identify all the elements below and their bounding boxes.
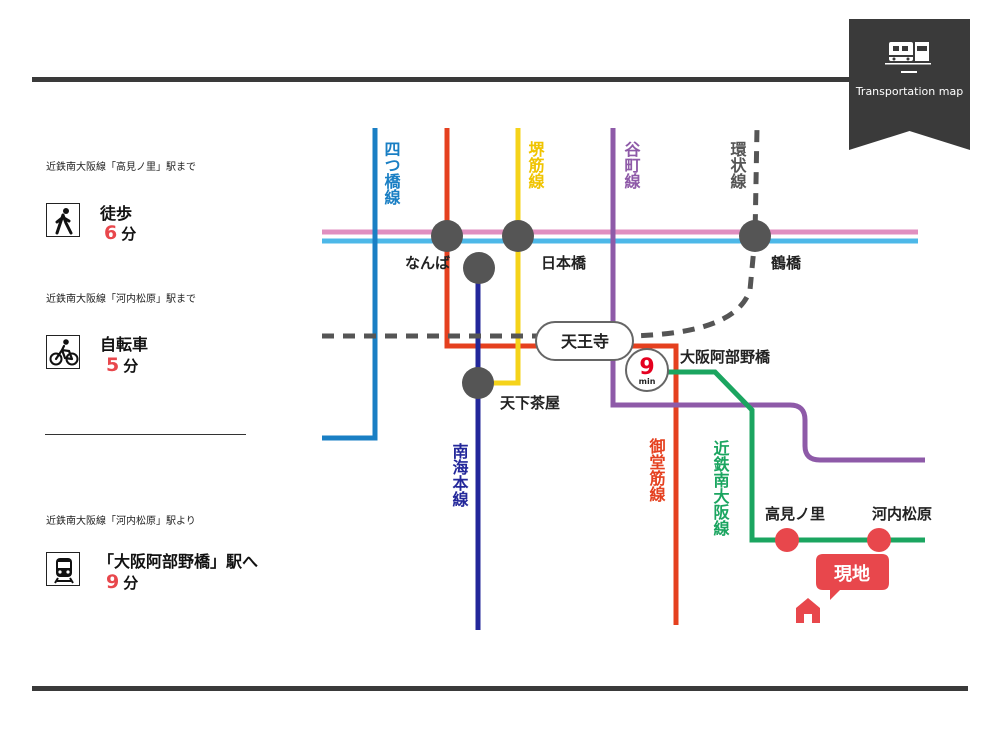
walk-minutes: 6 [104,222,118,244]
bottom-rule [32,686,968,691]
station-namba-nankai [463,252,495,284]
top-rule [32,77,968,82]
walking-icon [46,203,80,237]
section-divider [45,434,246,435]
station-tengachaya [462,367,494,399]
line-label-sakaisuji: 堺筋線 [526,140,546,190]
station-label-abenobashi: 大阪阿部野橋 [680,348,771,366]
kanjo-line [322,127,760,339]
station-label-namba: なんば [405,254,450,272]
station-nipponbashi [502,220,534,252]
train-caption: 近鉄南大阪線「河内松原」駅より [46,516,196,527]
travel-minutes: 9 [639,355,654,380]
station-label-tsuruhashi: 鶴橋 [771,254,802,272]
travel-time-badge [625,348,669,392]
line-label-kintetsu: 近鉄南大阪線 [711,439,730,537]
train-icon [885,42,931,73]
transportation-map-badge: Transportation map [849,19,970,150]
bicycle-icon [46,335,80,369]
walk-unit: 分 [121,225,137,243]
tennoji-station-box [535,321,634,361]
station-label-nipponbashi: 日本橋 [541,254,587,272]
train-mode-label: 「大阪阿部野橋」駅へ [98,552,259,571]
train-unit: 分 [123,574,139,592]
station-label-tennoji: 天王寺 [561,332,609,351]
bicycle-caption: 近鉄南大阪線「河内松原」駅まで [46,294,196,305]
line-label-kanjo: 環状線 [728,141,747,190]
house-icon [796,598,820,623]
stop-takaminosato [775,528,799,552]
site-label: 現地 [834,563,870,585]
walk-caption: 近鉄南大阪線「高見ノ里」駅まで [46,162,196,173]
station-label-takaminosato: 高見ノ里 [765,505,825,523]
line-label-tanimachi: 谷町線 [622,141,641,190]
station-label-tengachaya: 天下茶屋 [500,394,560,412]
train-icon [46,552,80,586]
bicycle-mode-label: 自転車 [100,335,149,354]
badge-shape [849,19,970,150]
tanimachi-line [610,128,925,463]
travel-unit: min [639,377,656,386]
stop-kawachimatsubara [867,528,891,552]
train-minutes: 9 [106,571,120,593]
bicycle-unit: 分 [123,357,139,375]
badge-title: Transportation map [855,85,964,98]
yotsubashi-line [322,128,378,441]
station-tsuruhashi [739,220,771,252]
line-label-nankai: 南海本線 [450,442,469,508]
kintetsu-line [660,369,925,543]
station-label-kawachimatsubara: 河内松原 [872,505,932,523]
line-label-midosuji: 御堂筋線 [647,437,667,503]
line-label-yotsubashi: 四つ橋線 [382,141,401,206]
station-namba-main [431,220,463,252]
walk-mode-label: 徒歩 [100,204,133,223]
site-marker: 現地 [796,554,889,623]
bicycle-minutes: 5 [106,354,120,376]
